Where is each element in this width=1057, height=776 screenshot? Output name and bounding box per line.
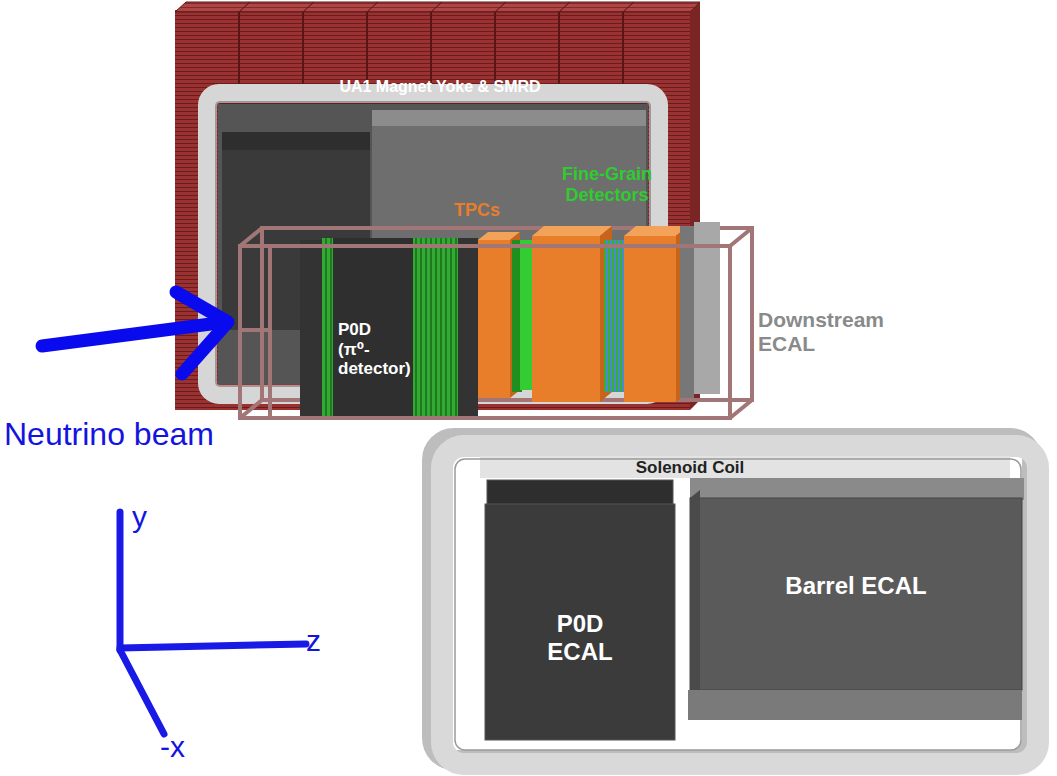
node-text: P0D ECAL — [525, 610, 635, 665]
solenoid-coil-ring: Solenoid CoilP0D ECAL Barrel ECAL — [430, 430, 1052, 772]
axis-label: z — [306, 624, 336, 659]
node-text: P0D (π⁰- detector) — [338, 320, 400, 379]
solenoid-coil — [432, 438, 1038, 764]
p0d-detector-box: P0D (π⁰- detector) — [322, 238, 460, 416]
inner-detectors — [300, 222, 720, 416]
basket-front — [240, 228, 752, 418]
node-text: UA1 Magnet Yoke & SMRD — [315, 78, 565, 96]
beam-arrow — [42, 292, 228, 374]
axes — [120, 512, 306, 734]
barrel-ecal-box: Barrel ECAL — [690, 482, 1022, 700]
p0d-ecal-box: P0D ECAL — [485, 480, 675, 740]
tpc-label: TPCs — [454, 200, 534, 221]
axis-label: y — [132, 500, 162, 535]
magnet-yoke-box: UA1 Magnet Yoke & SMRD — [175, 0, 690, 410]
node-text: Solenoid Coil — [590, 458, 790, 478]
axis-label: -x — [160, 730, 200, 765]
node-text: Barrel ECAL — [730, 572, 982, 600]
fgd-label: Fine-Grain Detectors — [548, 164, 666, 205]
beam-label: Neutrino beam — [4, 416, 324, 453]
downstream-ecal-label: Downstream ECAL — [758, 308, 928, 356]
